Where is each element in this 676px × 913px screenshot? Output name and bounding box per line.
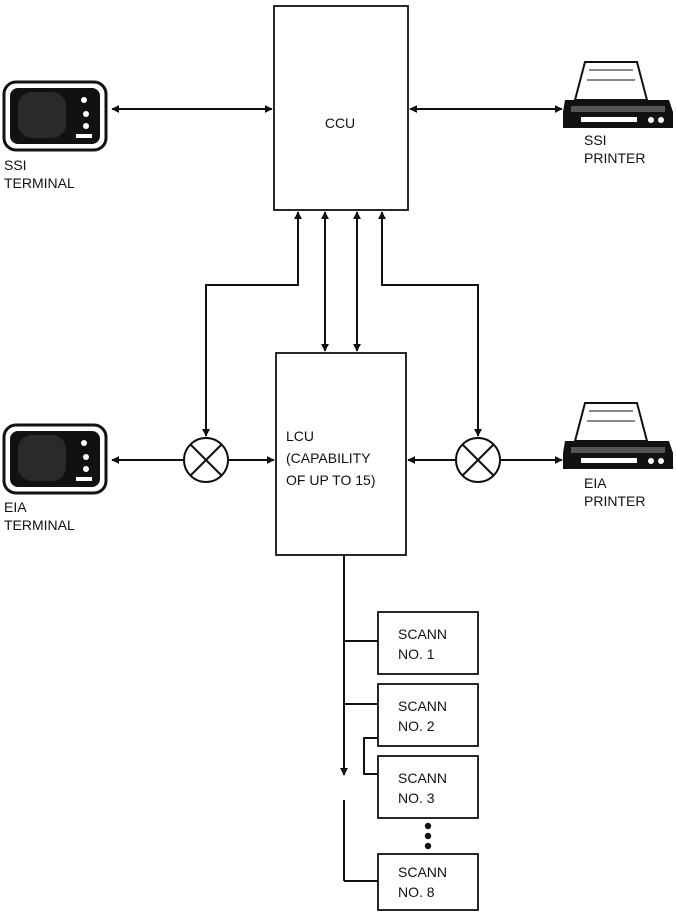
ssi-terminal-label-line-2: TERMINAL (4, 175, 75, 191)
lcu-label-line-1: LCU (286, 428, 314, 444)
scanner-3-box (377, 755, 479, 819)
scanner-2-box (377, 683, 479, 747)
ssi-terminal: SSI TERMINAL (2, 80, 108, 191)
scanner-2-3-link (363, 737, 378, 775)
multiplexer-icon (455, 437, 501, 483)
eia-terminal: EIA TERMINAL (2, 423, 108, 533)
scanner-3: SCANN NO. 3 (377, 755, 479, 819)
scanner-1-label-line-1: SCANN (398, 626, 447, 642)
lcu-label-line-3: OF UP TO 15) (286, 472, 375, 488)
eia-printer: EIA PRINTER (563, 402, 673, 509)
scanner-3-label-line-1: SCANN (398, 770, 447, 786)
ssi-printer-label-line-1: SSI (584, 132, 607, 148)
scanner-1-label-line-2: NO. 1 (398, 646, 435, 662)
ssi-printer: SSI PRINTER (563, 61, 673, 166)
multiplexer-icon (183, 437, 229, 483)
scanner-8: SCANN NO. 8 (377, 853, 479, 911)
scanner-8-label-line-1: SCANN (398, 864, 447, 880)
ccu-left-mux-link (202, 211, 302, 437)
ellipsis-dots-icon (424, 822, 432, 850)
scanner-8-box (377, 853, 479, 911)
scanner-8-label-line-2: NO. 8 (398, 884, 435, 900)
ccu-right-mux-link (378, 211, 482, 437)
scanner-3-label-line-2: NO. 3 (398, 790, 435, 806)
eia-terminal-label-line-1: EIA (4, 499, 27, 515)
ssi-terminal-label-line-1: SSI (4, 157, 27, 173)
scanner-2: SCANN NO. 2 (377, 683, 479, 747)
eia-printer-label-line-2: PRINTER (584, 493, 645, 509)
terminal-icon (2, 423, 108, 495)
eia-terminal-label-line-2: TERMINAL (4, 517, 75, 533)
scanner-1-box (377, 611, 479, 675)
printer-icon (563, 402, 673, 469)
ssi-printer-label-line-2: PRINTER (584, 150, 645, 166)
printer-icon (563, 61, 673, 128)
ccu-label: CCU (325, 115, 355, 131)
terminal-icon (2, 80, 108, 152)
scanner-2-label-line-1: SCANN (398, 698, 447, 714)
scanner-2-label-line-2: NO. 2 (398, 718, 435, 734)
ccu-box (273, 5, 409, 211)
lcu-label-line-2: (CAPABILITY (286, 450, 371, 466)
ccu-unit: CCU (273, 5, 409, 211)
lcu-unit: LCU (CAPABILITY OF UP TO 15) (275, 352, 407, 556)
eia-printer-label-line-1: EIA (584, 475, 607, 491)
scanner-1: SCANN NO. 1 (377, 611, 479, 675)
